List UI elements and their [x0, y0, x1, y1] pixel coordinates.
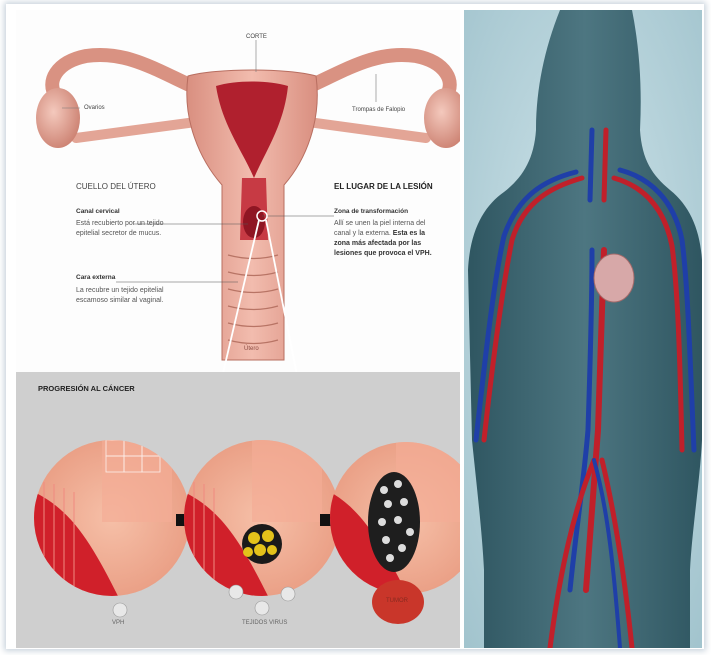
right-ligament — [308, 122, 426, 138]
body-silhouette-drawing — [464, 10, 702, 648]
label-fallopian-tubes: Trompas de Falopio — [352, 107, 405, 115]
cervix-infographic: CORTE Ovarios Trompas de Falopio Útero C… — [16, 10, 460, 648]
external-heading: Cara externa — [76, 274, 115, 281]
left-ligament — [76, 122, 196, 138]
label-corte: CORTE — [246, 34, 267, 42]
virus-particle — [113, 603, 127, 617]
uterus-anatomy-drawing — [16, 10, 460, 372]
stage-3-tissue — [330, 432, 460, 624]
vein-neck — [590, 130, 592, 200]
left-ovary — [36, 88, 80, 148]
infected-cell-cluster — [242, 524, 282, 564]
canal-heading: Canal cervical — [76, 208, 120, 215]
stage-2-tissue — [184, 432, 340, 615]
stage-3-label: TUMOR — [386, 598, 408, 606]
stage-2-label: TEJIDOS VIRUS — [242, 620, 287, 628]
lesion-title: EL LUGAR DE LA LESIÓN — [334, 182, 433, 191]
cervix-title: CUELLO DEL ÚTERO — [76, 182, 156, 191]
left-fallopian-tube — [52, 55, 196, 96]
image-frame: CORTE Ovarios Trompas de Falopio Útero C… — [6, 4, 704, 649]
progression-title: PROGRESIÓN AL CÁNCER — [38, 384, 135, 393]
label-uterus: Útero — [244, 346, 259, 354]
progression-panel: PROGRESIÓN AL CÁNCER — [16, 372, 460, 648]
progression-drawing — [16, 372, 460, 648]
right-fallopian-tube — [306, 55, 450, 96]
lesion-zone-heading: Zona de transformación — [334, 208, 408, 215]
tumor-cell-mass — [368, 472, 420, 572]
label-ovaries: Ovarios — [84, 105, 105, 113]
artery-neck — [604, 130, 606, 200]
stage-1-label: VPH — [112, 620, 124, 628]
lesion-description: Allí se unen la piel interna del canal y… — [334, 219, 458, 260]
stage-1-tissue — [34, 432, 190, 617]
heart — [594, 254, 634, 302]
circulatory-illustration — [464, 10, 702, 648]
